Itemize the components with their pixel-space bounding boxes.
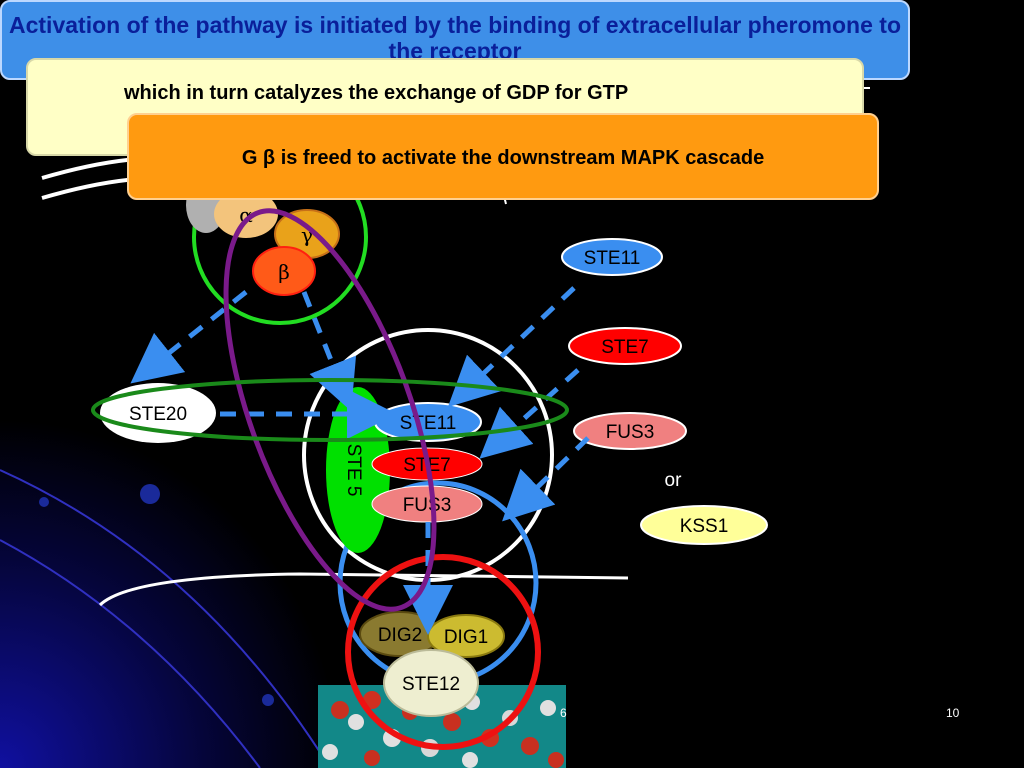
- background-arc: [0, 469, 331, 768]
- background-arc: [0, 539, 261, 768]
- background-dot: [140, 484, 160, 504]
- kss1-label: KSS1: [680, 516, 729, 537]
- background-glow: [0, 420, 340, 768]
- g-beta-subunit: [252, 246, 316, 296]
- ste7-free-label: STE7: [601, 337, 649, 358]
- kss1-node: [640, 505, 768, 545]
- nucleus-circle-red: [345, 554, 541, 750]
- ste11-free-label: STE11: [584, 248, 641, 269]
- ste20-label: STE20: [129, 404, 187, 425]
- ste20-node: [100, 383, 216, 443]
- gdp-gtp-callout-text: which in turn catalyzes the exchange of …: [124, 82, 629, 104]
- ste11-free-node: [561, 238, 663, 276]
- arrow-fus3-recruit: [502, 436, 590, 522]
- ste12-label: STE12: [402, 674, 460, 695]
- footer-text: 6: [560, 706, 567, 720]
- arrow-beta-to-ste20: [130, 290, 248, 384]
- slide-number: 10: [946, 706, 960, 720]
- ste7-free-node: [568, 327, 682, 365]
- g-alpha-subunit: [214, 190, 278, 238]
- g-beta-callout-text: G β is freed to activate the downstream …: [241, 147, 765, 169]
- dig1-label: DIG1: [444, 627, 488, 648]
- or-label: or: [665, 470, 683, 491]
- fus3-free-node: [573, 412, 687, 450]
- g-beta-callout-box: G β is freed to activate the downstream …: [127, 113, 879, 200]
- fus3-bound-label: FUS3: [403, 495, 452, 516]
- ste5-label: STE 5: [343, 444, 364, 497]
- title-callout-text: Activation of the pathway is initiated b…: [9, 12, 901, 64]
- green-highlight-oval: [91, 378, 569, 442]
- ste12-node: [383, 649, 479, 717]
- fus3-free-label: FUS3: [606, 422, 655, 443]
- g-beta-label: β: [278, 260, 290, 284]
- background-dot: [39, 497, 49, 507]
- background-dot: [262, 694, 274, 706]
- arrow-ste11-recruit: [447, 286, 576, 408]
- ste11-bound-label: STE11: [400, 413, 457, 434]
- dig2-label: DIG2: [378, 625, 422, 646]
- arrow-beta-to-ste5: [301, 291, 357, 412]
- nuclear-membrane: [98, 572, 629, 607]
- g-gamma-label: γ: [301, 223, 313, 247]
